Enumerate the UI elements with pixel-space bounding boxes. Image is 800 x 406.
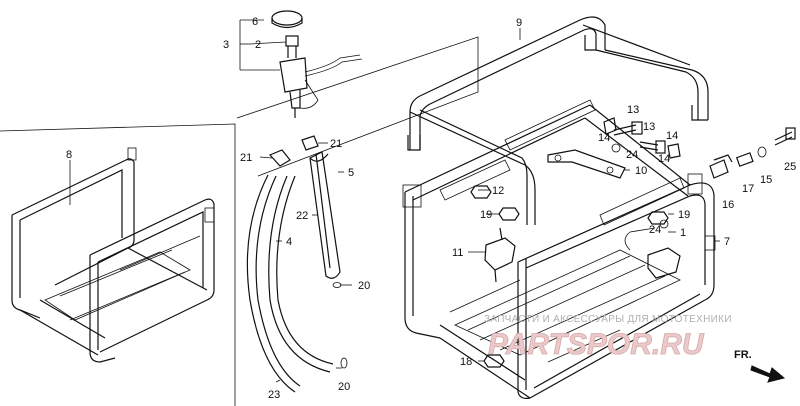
callout-17: 17 xyxy=(742,183,754,195)
callout-22: 22 xyxy=(296,210,308,222)
callout-7: 7 xyxy=(724,236,730,248)
front-direction-indicator: FR. xyxy=(734,349,786,383)
callout-5: 5 xyxy=(348,167,354,179)
hardware-parts xyxy=(470,117,796,368)
callout-21a: 21 xyxy=(240,152,252,164)
front-direction-arrow-icon xyxy=(750,365,786,383)
callout-4: 4 xyxy=(286,236,292,248)
callout-14b: 14 xyxy=(666,130,678,142)
callout-21b: 21 xyxy=(330,138,342,150)
callout-18: 18 xyxy=(460,356,472,368)
callout-1: 1 xyxy=(680,227,686,239)
callout-14c: 14 xyxy=(658,153,670,165)
callout-3: 3 xyxy=(223,39,229,51)
callout-9: 9 xyxy=(516,17,522,29)
group-boundaries xyxy=(0,36,479,406)
main-frame-part-9 xyxy=(402,16,716,399)
callout-11: 11 xyxy=(452,247,463,259)
left-frame-part-8 xyxy=(11,147,215,363)
callout-10: 10 xyxy=(635,165,647,177)
callout-16: 16 xyxy=(722,199,734,211)
callout-20b: 20 xyxy=(338,381,350,393)
callout-6: 6 xyxy=(252,16,258,28)
watermark: ЗАПЧАСТИ И АКСЕССУАРЫ ДЛЯ МОТОТЕХНИКИ PA… xyxy=(484,314,732,361)
callout-25: 25 xyxy=(784,161,796,173)
callout-23: 23 xyxy=(268,389,280,401)
leader-lines xyxy=(69,19,720,383)
watermark-tagline: ЗАПЧАСТИ И АКСЕССУАРЫ ДЛЯ МОТОТЕХНИКИ xyxy=(484,314,732,325)
callout-2: 2 xyxy=(255,39,261,51)
front-direction-label: FR. xyxy=(734,349,752,361)
callout-19a: 19 xyxy=(480,209,492,221)
callout-numbers: 6 3 2 9 8 21 21 5 22 4 20 20 23 13 13 14… xyxy=(66,16,796,401)
callout-14a: 14 xyxy=(598,132,610,144)
fuel-valve-assembly xyxy=(271,10,363,118)
callout-13a: 13 xyxy=(627,104,639,116)
watermark-logo: PARTSPOR.RU xyxy=(488,328,705,361)
callout-15: 15 xyxy=(760,174,772,186)
callout-12: 12 xyxy=(492,185,504,197)
callout-20a: 20 xyxy=(358,280,370,292)
callout-24a: 24 xyxy=(626,149,638,161)
callout-8: 8 xyxy=(66,149,72,161)
callout-19b: 19 xyxy=(678,209,690,221)
fuel-hoses xyxy=(246,135,348,393)
callout-24b: 24 xyxy=(649,224,661,236)
callout-13b: 13 xyxy=(643,121,655,133)
